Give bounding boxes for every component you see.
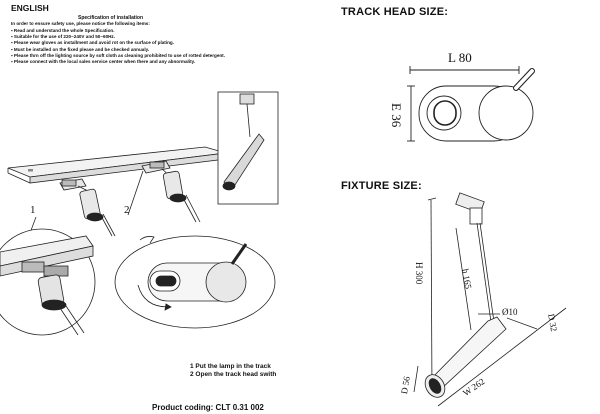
install-steps: 1 Put the lamp in the track 2 Open the t… (190, 363, 276, 379)
product-coding: Product coding: CLT 0.31 002 (152, 403, 264, 412)
track-head-rotate-detail (114, 235, 276, 329)
fixture-thumbnail (217, 91, 279, 205)
stem-diameter-dim: Ø10 (502, 307, 518, 317)
callout-1-number: 1 (30, 204, 36, 216)
install-step: 1 Put the lamp in the track (190, 363, 271, 370)
language-heading: ENGLISH (11, 3, 49, 13)
detail-zoom-circle (0, 228, 96, 336)
spec-item: Please wear gloves as installment and av… (11, 40, 225, 46)
callout-2-number: 2 (124, 204, 130, 216)
spotlight-1-illustration (59, 178, 116, 237)
fixture-height-dim: H 300 (414, 262, 424, 285)
spec-intro: In order to ensure safety use, please no… (11, 21, 150, 26)
spec-item: Must be installed on the fixed please an… (11, 47, 225, 53)
spec-item: Suitable for the use of 220~240V and 50~… (11, 34, 225, 40)
fixture-size-title: FIXTURE SIZE: (341, 180, 422, 192)
spotlight-2-illustration (141, 160, 201, 223)
spec-item: Please thrn off the lighting source by s… (11, 53, 225, 59)
spec-title: Specification of installation (78, 15, 144, 21)
spec-item: Please connect with the local sales serv… (11, 59, 225, 65)
spec-item: Read and understand the whole Specificat… (11, 28, 225, 34)
track-head-length-dim: L 80 (448, 50, 472, 65)
track-head-title: TRACK HEAD SIZE: (341, 6, 449, 18)
install-step: 2 Open the track head swith (190, 371, 277, 378)
callout-2-leader (127, 170, 144, 216)
spec-list: Read and understand the whole Specificat… (11, 28, 225, 65)
